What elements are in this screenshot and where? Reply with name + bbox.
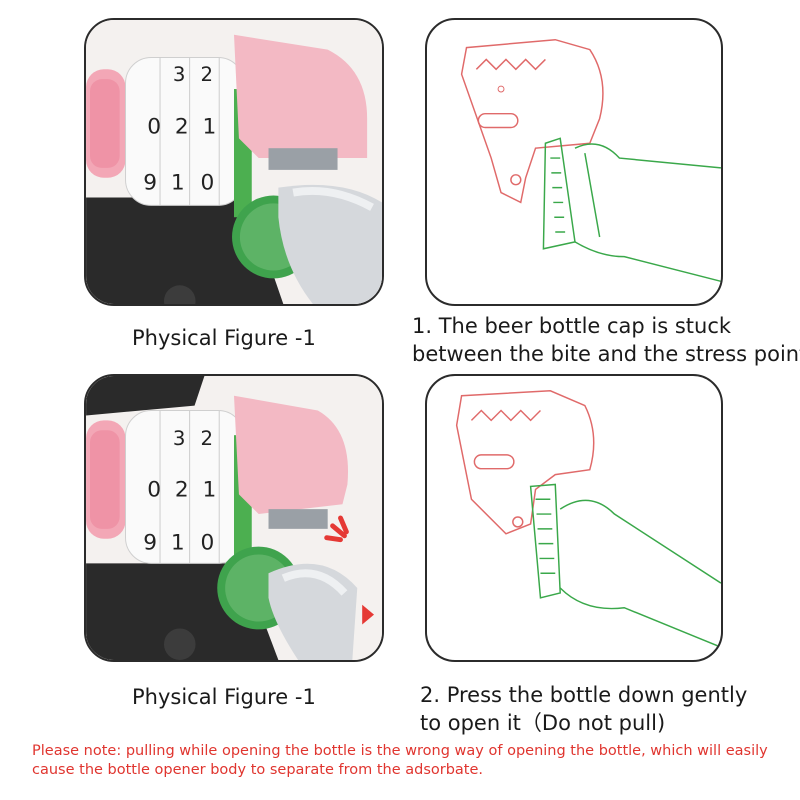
- dial-digit: 0: [200, 531, 214, 556]
- caption-step-1-line2: between the bite and the stress point: [412, 342, 800, 366]
- dial-digit: 2: [200, 427, 213, 450]
- caption-step-2-line2: to open it（Do not pull): [420, 711, 666, 735]
- dial-digit: 3: [173, 63, 186, 86]
- dial-digit: 2: [175, 114, 189, 139]
- dial-digit: 1: [202, 477, 216, 502]
- dial-digit: 1: [171, 171, 185, 196]
- dial-digit: 3: [173, 427, 186, 450]
- dial-digit: 0: [147, 114, 161, 139]
- dial-digit: 1: [202, 114, 216, 139]
- dial-digit: 0: [147, 477, 161, 502]
- dial-digit: 2: [200, 63, 213, 86]
- caption-physical-figure-1: Physical Figure -1: [132, 326, 316, 350]
- warning-burst-icon: [324, 515, 349, 543]
- caption-step-1-line1: 1. The beer bottle cap is stuck: [412, 314, 732, 338]
- photo-panel-1: 3 2 0 2 1 9 1 0: [84, 18, 384, 306]
- opener-sketch-1: [460, 38, 721, 283]
- dial-digit: 0: [200, 171, 214, 196]
- photo-panel-2: 3 2 0 2 1 9 1 0: [84, 374, 384, 662]
- sketch-panel-1: [425, 18, 723, 306]
- dial-digit: 2: [175, 477, 189, 502]
- caption-step-2-line1: 2. Press the bottle down gently: [420, 683, 748, 707]
- down-arrow-icon: [362, 604, 375, 625]
- opener-photo-1: 3 2 0 2 1 9 1 0: [86, 20, 382, 304]
- dial-digit: 1: [171, 531, 185, 556]
- opener-sketch-2: [455, 390, 721, 648]
- dial-digit: 9: [143, 531, 157, 556]
- warning-note: Please note: pulling while opening the b…: [32, 743, 768, 778]
- dial-digit: 9: [143, 171, 157, 196]
- caption-physical-figure-1-second: Physical Figure -1: [132, 685, 316, 709]
- sketch-panel-2: [425, 374, 723, 662]
- opener-photo-2: 3 2 0 2 1 9 1 0: [86, 376, 382, 660]
